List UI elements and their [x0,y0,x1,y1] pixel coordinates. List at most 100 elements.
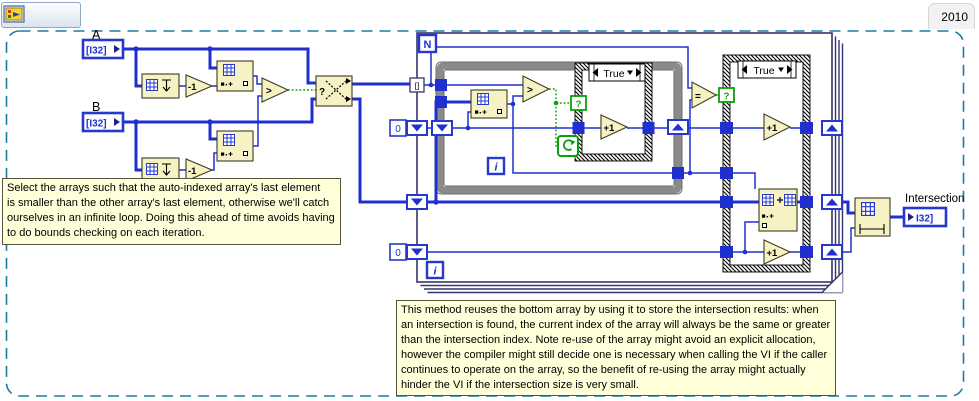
decrement-b[interactable]: -1 [185,158,214,182]
increment-node-outer-bottom[interactable]: +1 [763,239,792,265]
case-inner-selector-label[interactable]: True [603,68,624,80]
element-glyph-icon [243,81,248,86]
case-outer-selector-label[interactable]: True [753,65,774,77]
case-next-icon[interactable] [636,68,642,77]
shift-register-up-icon [826,124,838,132]
zero-value[interactable]: 0 [395,248,401,259]
index-array-a[interactable] [216,60,254,92]
count-label: N [424,39,432,51]
wire-compare-to-case-and-condition[interactable] [549,88,572,147]
decrement-label: -1 [188,166,197,177]
case-tunnel[interactable] [720,122,733,134]
case-selector-header[interactable]: True [588,63,646,82]
case-tunnel[interactable] [800,246,813,258]
shift-register-down-icon [436,124,448,132]
wire-indexed-value[interactable] [507,95,523,105]
array-subset-node[interactable] [854,197,891,237]
index-array-b[interactable] [216,130,254,162]
shift-register-right-count[interactable] [821,244,843,260]
wire-a-to-arraysize[interactable] [134,49,142,88]
equal-node[interactable]: = [691,81,718,109]
case-selector-header[interactable]: True [737,60,797,79]
control-b[interactable]: B [I32] [81,100,125,133]
case-dropdown-icon[interactable] [627,70,633,76]
swap-values-node[interactable]: ? [315,75,353,107]
wire-index-to-indexarray[interactable] [467,111,471,128]
greater-label: > [266,86,272,97]
tunnel-indexed-value[interactable] [672,167,684,179]
case-selector-tunnel-outer[interactable]: ? [718,87,735,103]
wire-indexed-value-route[interactable] [512,99,756,189]
greater-node-while[interactable]: > [522,75,551,103]
while-shift-register-left[interactable] [431,120,453,136]
shift-register-down-icon [411,124,423,132]
shift-register-left-index[interactable] [406,120,428,136]
tunnel-element[interactable] [435,79,447,91]
case-dropdown-icon[interactable] [778,67,784,73]
equal-label: = [695,92,701,103]
zero-value[interactable]: 0 [395,124,401,135]
case-structure-outer[interactable]: True [722,54,811,273]
case-next-icon[interactable] [787,65,793,74]
case-tunnel[interactable] [720,246,733,258]
indicator-label[interactable]: Intersection [905,193,964,205]
shift-register-right-index[interactable] [821,120,843,136]
swap-cross-icon [325,80,347,100]
wire-a-to-swap[interactable] [122,47,316,85]
tunnel-array[interactable] [435,96,447,108]
case-prev-icon[interactable] [741,65,748,74]
increment-node-inner-case[interactable]: +1 [600,114,629,140]
wire-lastB-to-greater[interactable] [253,95,262,147]
case-selector-tunnel-inner[interactable]: ? [570,95,587,111]
comment-reuse-array[interactable]: This method reuses the bottom array by u… [396,300,837,397]
increment-label: +1 [767,248,779,259]
element-glyph-icon [762,223,767,228]
while-shift-register-right[interactable] [667,119,689,135]
comment-select-arrays[interactable]: Select the arrays such that the auto-ind… [2,178,341,245]
greater-label: > [527,85,533,96]
for-loop-count-terminal[interactable]: N [417,33,438,54]
case-tunnel[interactable] [572,122,585,134]
case-tunnel[interactable] [720,196,733,208]
replace-array-subset-node[interactable] [758,188,798,232]
element-glyph-icon [497,109,502,114]
control-a[interactable]: A [I32] [81,28,125,60]
zero-constant-top[interactable]: 0 [389,119,407,137]
case-tunnel[interactable] [720,167,733,179]
shift-register-up-icon [826,198,838,206]
wire-a-to-indexarray[interactable] [208,49,217,70]
shift-register-left-count[interactable] [406,244,428,260]
shift-register-left-array[interactable] [406,194,428,210]
greater-node-top[interactable]: > [261,77,290,103]
for-loop-iteration-terminal[interactable]: i [425,260,445,280]
while-iteration-terminal[interactable]: i [486,156,506,176]
case-tunnel[interactable] [642,122,655,134]
wire-b-to-arraysize[interactable] [134,122,142,172]
wire-b-to-indexarray[interactable] [208,122,217,141]
case-question-label: ? [576,99,582,110]
control-a-label[interactable]: A [92,28,101,42]
labview-vi-icon[interactable] [2,3,26,25]
for-loop[interactable] [416,32,844,294]
case-structure-inner[interactable]: True [574,62,653,162]
case-tunnel[interactable] [800,196,813,208]
decrement-a[interactable]: -1 [185,74,214,98]
indicator-intersection[interactable]: Intersection I32] [902,193,964,228]
wire-element-top-route[interactable] [430,46,692,89]
wire-swap-to-shiftreg[interactable] [352,97,407,204]
index-array-while[interactable] [470,89,508,119]
case-prev-icon[interactable] [592,68,599,77]
array-size-a[interactable] [141,73,180,99]
zero-constant-bottom[interactable]: 0 [389,243,407,261]
indicator-type: I32] [916,214,933,225]
case-tunnel[interactable] [800,122,813,134]
shift-register-right-array[interactable] [821,194,843,210]
array-grid-icon [223,134,235,146]
wire-b-to-swap[interactable] [122,97,316,124]
while-condition-terminal[interactable] [557,135,579,157]
autoindex-tunnel[interactable]: [] [409,77,425,93]
increment-node-outer-top[interactable]: +1 [763,113,792,141]
control-b-label[interactable]: B [92,100,100,114]
wire-lastA-to-greater[interactable] [253,75,262,85]
case-question-label: ? [724,91,730,102]
